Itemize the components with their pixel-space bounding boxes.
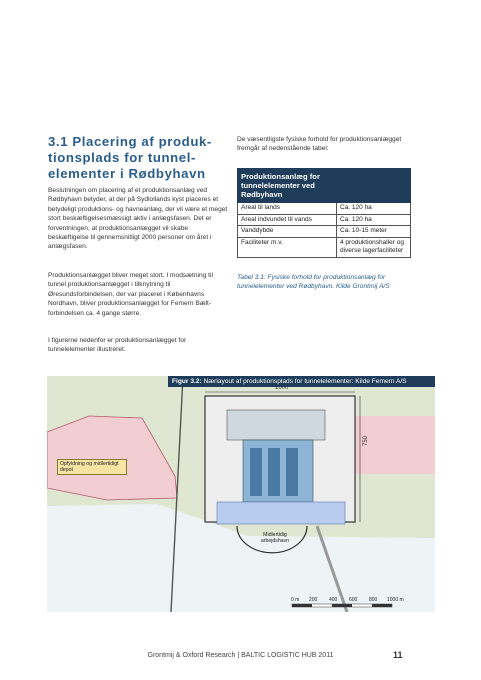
site-plan-figure: 1600 750 Opfyldning og midlertidigt depo… [46,375,435,613]
dock-3 [286,448,298,496]
outfitting-area [216,501,346,525]
scale-label: 1000 m [387,597,404,603]
harbour-label: Midlertidig arbejdshavn [260,532,290,544]
paragraph-1: Beslutningen om placering af et produkti… [48,187,228,251]
scale-label: 200 [309,597,318,603]
scale-segment [332,604,352,607]
table-cell-value: Ca. 10-15 meter [336,225,411,238]
dock-2 [268,448,280,496]
figure-caption-label: Figur 3.2: [172,378,202,385]
table-intro: De væsentligste fysiske forhold for prod… [237,136,402,153]
table-cell-value: Ca. 120 ha [336,202,411,215]
dock-1 [250,448,262,496]
harbour-breakwater [236,525,308,554]
table-cell-value: 4 produktionshaller og diverse lagerfaci… [336,236,411,258]
scale-label: 800 [369,597,378,603]
paragraph-2: Produktionsanlægget bliver meget stort. … [48,272,213,317]
depot-label-box: Opfyldning og midlertidigt depot [57,459,127,475]
depot-label: Opfyldning og midlertidigt depot [57,459,127,475]
paragraph-3: I figurerne nedenfor er produktionsanlæg… [48,337,187,354]
table-row: Vanddybde Ca. 10-15 meter [237,225,411,238]
site-plan-map: 1600 750 Opfyldning og midlertidigt depo… [46,375,435,613]
table-row: Faciliteter m.v. 4 produktionshaller og … [237,236,411,258]
depot-area [46,415,178,501]
approach-road [315,525,349,613]
table-header-blank [336,168,411,203]
table-cell-label: Vanddybde [237,225,337,238]
harbour-label-box: Midlertidig arbejdshavn [260,532,290,544]
section-title: 3.1 Placering af produk-tionsplads for t… [48,134,212,181]
footer-text: Grontmij & Oxford Research | BALTIC LOGI… [147,652,334,659]
table-cell-value: Ca. 120 ha [336,213,411,227]
facility-table: Produktionsanlæg for tunnelelementer ved… [237,168,411,258]
table-cell-label: Faciliteter m.v. [237,236,337,258]
figure-caption-text: Nærlayout af produktionsplads for tunnel… [203,378,407,385]
table-row: Areal indvundet til vands Ca. 120 ha [237,213,411,227]
dim-right-label: 750 [363,435,369,446]
table-row: Areal til lands Ca. 120 ha [237,202,411,215]
page-number: 11 [393,650,403,660]
dim-top-label: 1600 [275,385,289,391]
scale-label: 400 [329,597,338,603]
table-cell-label: Areal indvundet til vands [237,213,337,227]
scale-label: 0 m [291,597,299,603]
road [170,375,184,613]
land-band-right [347,416,435,474]
table-cell-label: Areal til lands [237,202,337,215]
scale-label: 600 [349,597,358,603]
table-header: Produktionsanlæg for tunnelelementer ved… [237,168,337,203]
production-halls [226,409,326,441]
table-caption: Tabel 3.1: Fysiske forhold for produktio… [237,274,390,290]
scale-segment [292,604,312,607]
table-header-row: Produktionsanlæg for tunnelelementer ved… [237,168,411,203]
figure-caption: Figur 3.2: Nærlayout af produktionsplads… [168,376,435,387]
scale-segment [372,604,392,607]
